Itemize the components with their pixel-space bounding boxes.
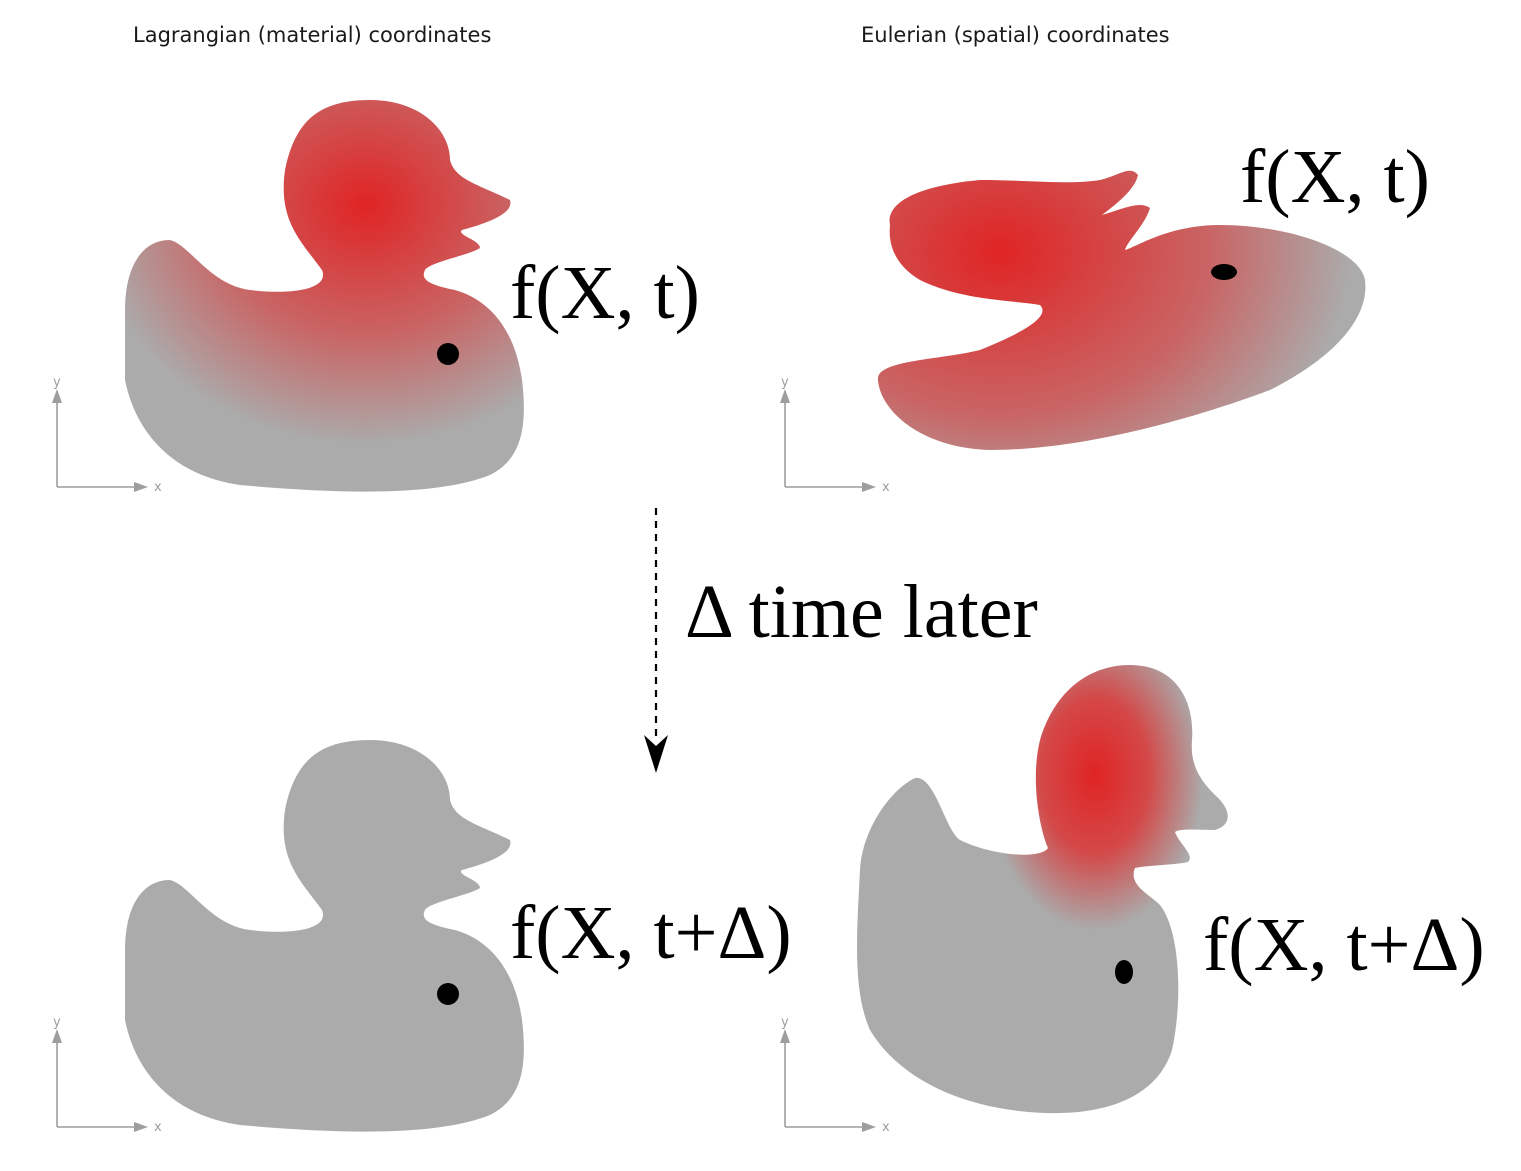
material-point-marker [437, 983, 459, 1005]
duck-top-left [125, 100, 524, 492]
formula-top-right: f(X, t) [1240, 135, 1430, 219]
x-axis-label: x [154, 480, 162, 495]
material-point-marker [437, 343, 459, 365]
formula-top-left: f(X, t) [510, 251, 700, 335]
x-axis-label: x [154, 1120, 162, 1135]
x-axis-label: x [882, 1120, 890, 1135]
axes-bottom-right: y x [780, 1015, 890, 1135]
axes-top-right: y x [780, 375, 890, 495]
formula-bottom-right: f(X, t+Δ) [1203, 903, 1485, 987]
x-axis-label: x [882, 480, 890, 495]
lagrangian-title: Lagrangian (material) coordinates [133, 23, 491, 47]
time-transition-arrow [644, 508, 668, 773]
y-axis-label: y [781, 1015, 789, 1030]
y-axis-label: y [781, 375, 789, 390]
transition-label: Δ time later [685, 570, 1038, 654]
material-point-marker [1115, 960, 1133, 984]
eulerian-title: Eulerian (spatial) coordinates [861, 23, 1170, 47]
formula-bottom-left: f(X, t+Δ) [510, 891, 792, 975]
y-axis-label: y [53, 375, 61, 390]
y-axis-label: y [53, 1015, 61, 1030]
duck-bottom-left [125, 740, 524, 1132]
duck-bottom-right [857, 665, 1228, 1114]
axes-top-left: y x [52, 375, 162, 495]
material-point-marker [1211, 264, 1237, 280]
duck-top-right [877, 170, 1366, 450]
axes-bottom-left: y x [52, 1015, 162, 1135]
